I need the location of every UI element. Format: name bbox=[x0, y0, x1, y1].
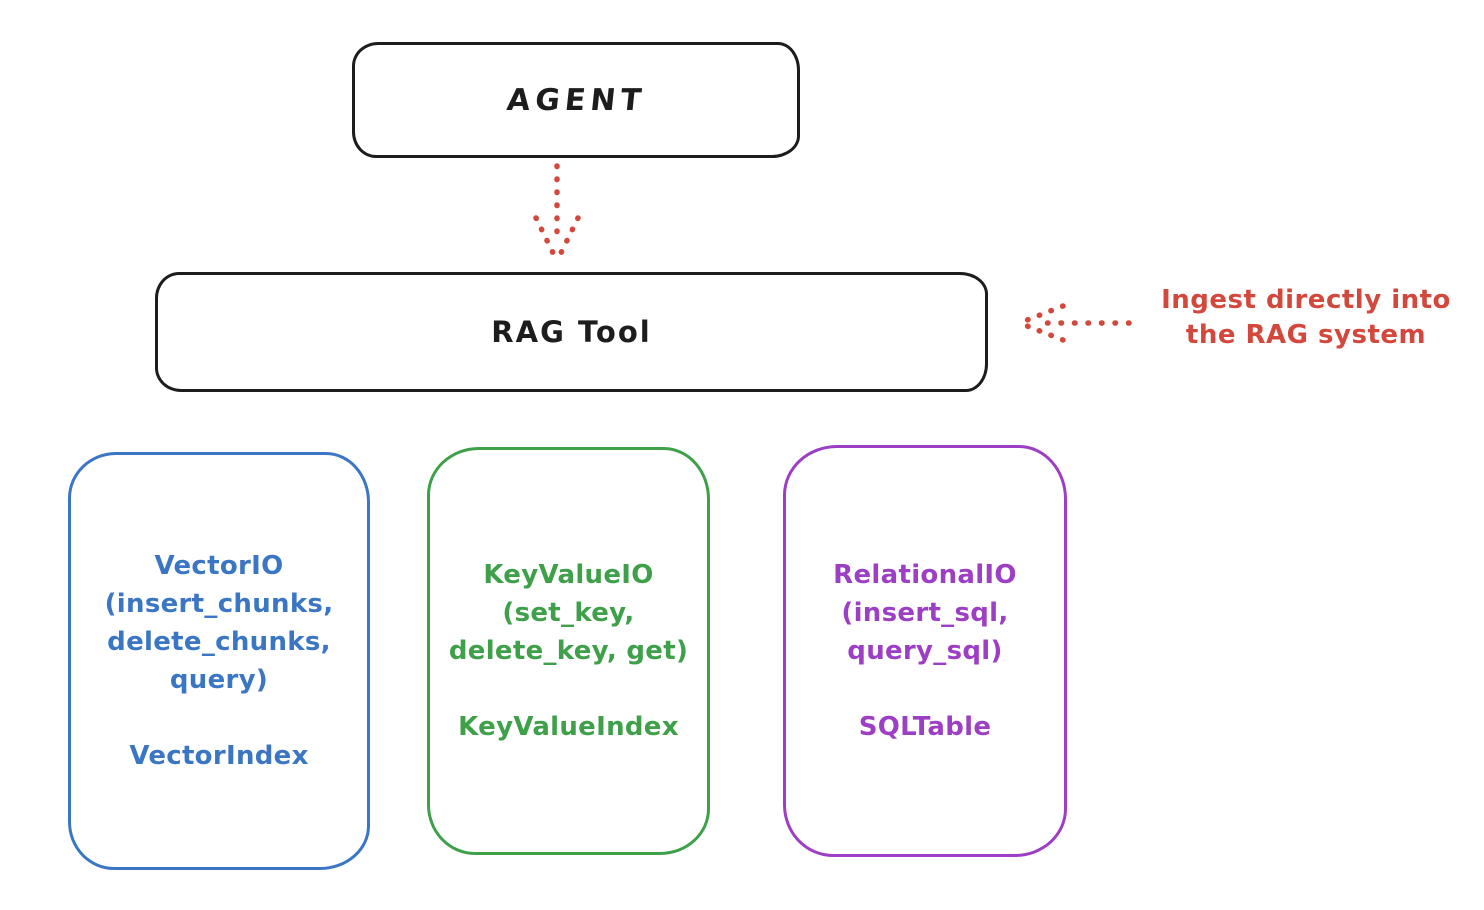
agent-label: AGENT bbox=[504, 82, 648, 118]
store-title-line: KeyValueIO bbox=[483, 560, 654, 590]
annotation-line: the RAG system bbox=[1185, 320, 1427, 350]
store-title-line: query_sql) bbox=[847, 636, 1003, 666]
store-title-line: RelationalIO bbox=[833, 560, 1017, 590]
relational-io-text: RelationalIO (insert_sql, query_sql) SQL… bbox=[833, 556, 1017, 746]
vector-io-text: VectorIO (insert_chunks, delete_chunks, … bbox=[105, 547, 334, 775]
store-title-line: (insert_chunks, bbox=[104, 589, 334, 619]
store-title-line: VectorIO bbox=[154, 551, 284, 581]
store-title-line: (set_key, bbox=[502, 598, 635, 628]
relational-io-box: RelationalIO (insert_sql, query_sql) SQL… bbox=[783, 445, 1067, 857]
ingest-annotation: Ingest directly into the RAG system bbox=[1138, 283, 1474, 353]
agent-node: AGENT bbox=[352, 42, 800, 158]
keyvalue-io-text: KeyValueIO (set_key, delete_key, get) Ke… bbox=[449, 556, 688, 746]
store-index-label: KeyValueIndex bbox=[458, 712, 679, 742]
arrowhead-right-stroke bbox=[556, 215, 581, 260]
store-title-line: delete_chunks, bbox=[107, 627, 331, 657]
annotation-line: Ingest directly into bbox=[1161, 285, 1451, 315]
agent-to-rag-tool-arrow bbox=[533, 163, 581, 260]
store-index-label: VectorIndex bbox=[129, 741, 309, 771]
arrowhead-bottom-stroke bbox=[1019, 321, 1066, 343]
ingest-note-arrow bbox=[1019, 303, 1132, 343]
store-title-line: query) bbox=[169, 665, 269, 695]
arrowhead-left-stroke bbox=[533, 215, 558, 260]
arrowhead-top-stroke bbox=[1019, 303, 1066, 325]
store-title-line: (insert_sql, bbox=[841, 598, 1009, 628]
rag-tool-node: RAG Tool bbox=[155, 272, 988, 392]
keyvalue-io-box: KeyValueIO (set_key, delete_key, get) Ke… bbox=[427, 447, 710, 855]
vector-io-box: VectorIO (insert_chunks, delete_chunks, … bbox=[68, 452, 370, 870]
rag-tool-label: RAG Tool bbox=[491, 315, 652, 349]
store-index-label: SQLTable bbox=[858, 712, 992, 742]
store-title-line: delete_key, get) bbox=[448, 636, 689, 666]
